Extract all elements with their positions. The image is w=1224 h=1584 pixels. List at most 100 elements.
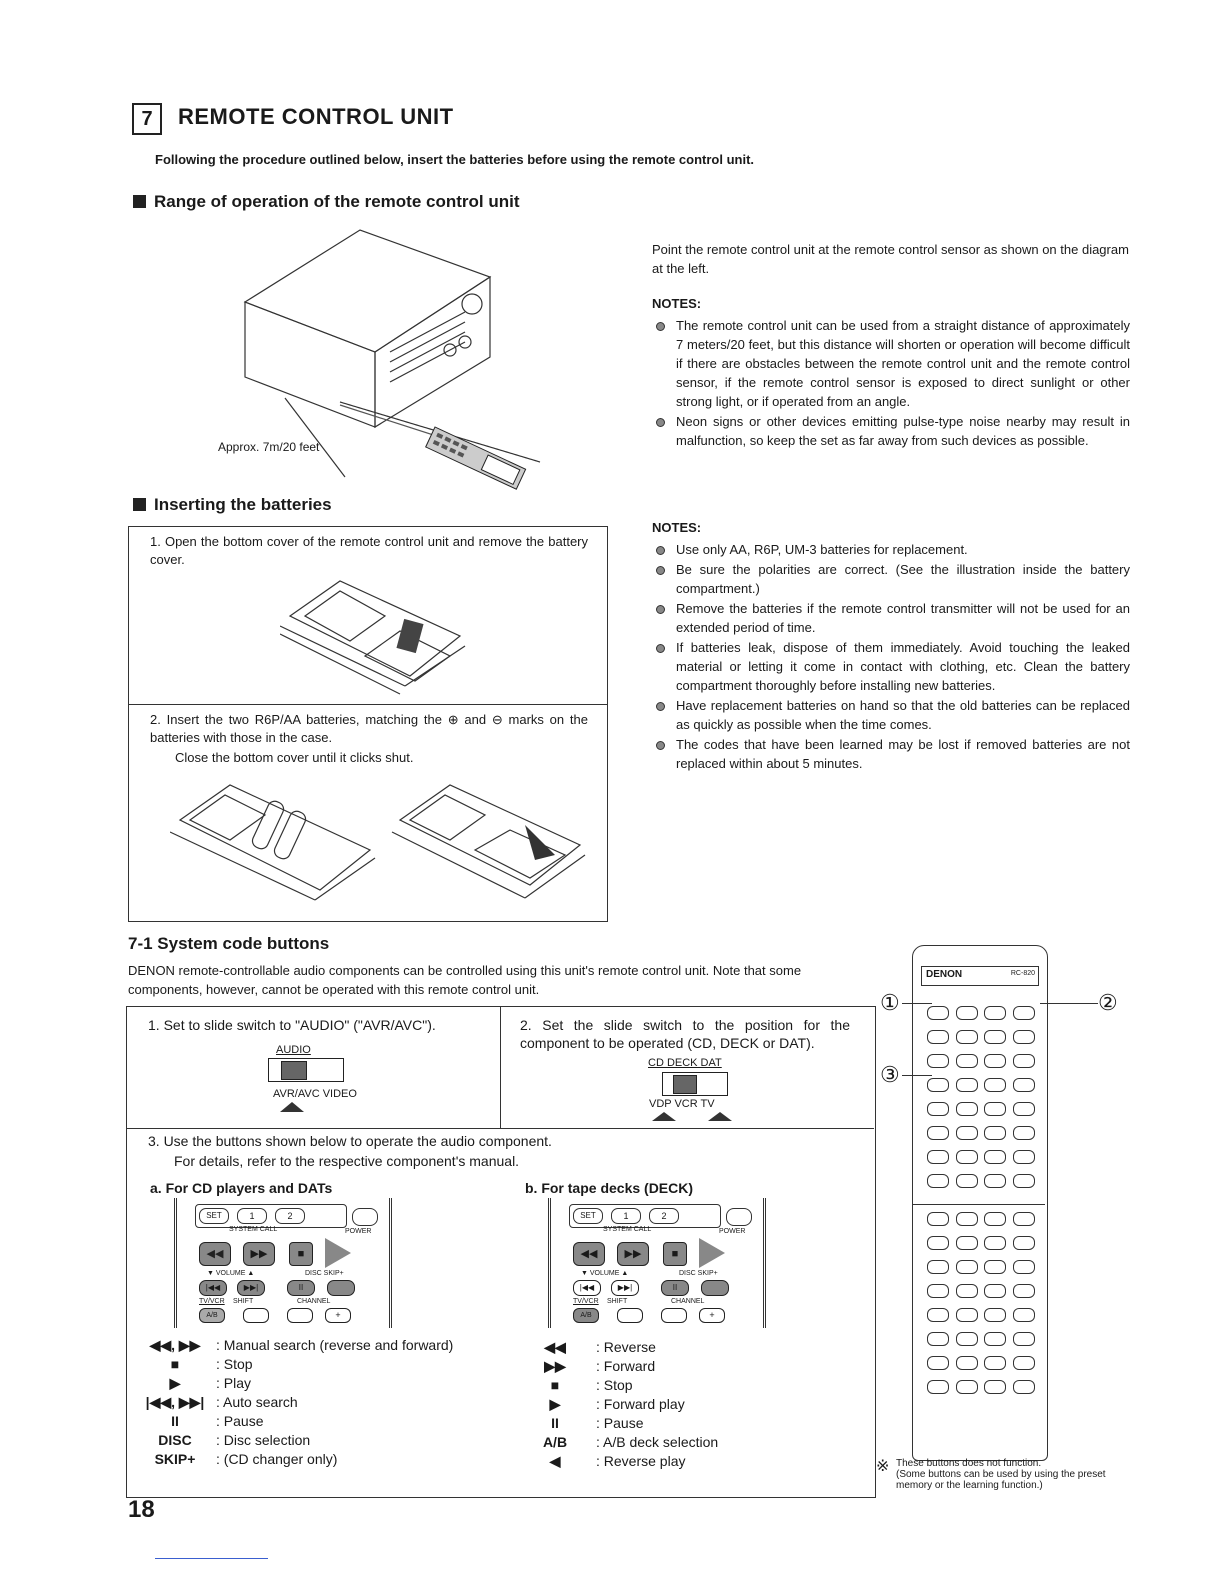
- remote-button[interactable]: [1012, 1308, 1035, 1322]
- remote-button[interactable]: [984, 1308, 1007, 1322]
- remote-button[interactable]: [1012, 1174, 1035, 1188]
- system-call-1-button[interactable]: 1: [611, 1208, 641, 1224]
- remote-button[interactable]: [955, 1212, 978, 1226]
- play-button[interactable]: [699, 1238, 725, 1268]
- remote-button[interactable]: [955, 1006, 978, 1020]
- note-item: Neon signs or other devices emitting pul…: [652, 412, 1130, 450]
- remote-button[interactable]: [984, 1380, 1007, 1394]
- channel-up-button[interactable]: +: [699, 1308, 725, 1323]
- power-button[interactable]: [352, 1208, 378, 1226]
- remote-button[interactable]: [984, 1030, 1007, 1044]
- set-button[interactable]: SET: [573, 1208, 603, 1224]
- disc-skip-button[interactable]: [701, 1280, 729, 1296]
- remote-button[interactable]: [955, 1284, 978, 1298]
- play-button[interactable]: [325, 1238, 351, 1268]
- remote-button[interactable]: [984, 1356, 1007, 1370]
- shift-button[interactable]: [617, 1308, 643, 1323]
- remote-button[interactable]: [955, 1308, 978, 1322]
- remote-button[interactable]: [984, 1260, 1007, 1274]
- remote-button[interactable]: [955, 1078, 978, 1092]
- remote-button[interactable]: [1012, 1054, 1035, 1068]
- remote-button[interactable]: [927, 1102, 949, 1116]
- remote-button[interactable]: [955, 1380, 978, 1394]
- remote-button[interactable]: [955, 1126, 978, 1140]
- remote-button[interactable]: [984, 1150, 1007, 1164]
- system-step-3b: For details, refer to the respective com…: [174, 1153, 520, 1169]
- remote-button[interactable]: [984, 1054, 1007, 1068]
- remote-button[interactable]: [1012, 1236, 1035, 1250]
- remote-button[interactable]: [1012, 1284, 1035, 1298]
- ab-button[interactable]: A/B: [573, 1308, 599, 1323]
- power-button[interactable]: [726, 1208, 752, 1226]
- remote-button[interactable]: [1012, 1212, 1035, 1226]
- remote-button[interactable]: [927, 1308, 949, 1322]
- remote-button[interactable]: [1012, 1102, 1035, 1116]
- remote-button[interactable]: [1012, 1380, 1035, 1394]
- slide-switch-component[interactable]: [662, 1072, 728, 1096]
- channel-down-button[interactable]: [287, 1308, 313, 1323]
- remote-button[interactable]: [984, 1078, 1007, 1092]
- disc-skip-button[interactable]: [327, 1280, 355, 1296]
- skip-back-button[interactable]: |◀◀: [199, 1280, 227, 1296]
- remote-button[interactable]: [955, 1332, 978, 1346]
- remote-button[interactable]: [927, 1260, 949, 1274]
- fast-forward-button[interactable]: ▶▶: [243, 1242, 275, 1266]
- rewind-button[interactable]: ◀◀: [573, 1242, 605, 1266]
- remote-button[interactable]: [1012, 1260, 1035, 1274]
- remote-button[interactable]: [955, 1150, 978, 1164]
- stop-button[interactable]: ■: [289, 1242, 313, 1266]
- rewind-button[interactable]: ◀◀: [199, 1242, 231, 1266]
- remote-button[interactable]: [927, 1212, 949, 1226]
- stop-button[interactable]: ■: [663, 1242, 687, 1266]
- remote-button[interactable]: [1012, 1332, 1035, 1346]
- remote-button[interactable]: [955, 1054, 978, 1068]
- skip-forward-button[interactable]: ▶▶|: [611, 1280, 639, 1296]
- remote-button[interactable]: [1012, 1356, 1035, 1370]
- remote-button[interactable]: [1012, 1126, 1035, 1140]
- channel-down-button[interactable]: [661, 1308, 687, 1323]
- remote-button[interactable]: [984, 1332, 1007, 1346]
- remote-button[interactable]: [955, 1260, 978, 1274]
- fast-forward-button[interactable]: ▶▶: [617, 1242, 649, 1266]
- skip-back-button[interactable]: |◀◀: [573, 1280, 601, 1296]
- system-call-1-button[interactable]: 1: [237, 1208, 267, 1224]
- remote-button[interactable]: [927, 1054, 949, 1068]
- remote-button[interactable]: [955, 1030, 978, 1044]
- remote-button[interactable]: [927, 1380, 949, 1394]
- remote-button[interactable]: [955, 1174, 978, 1188]
- remote-button[interactable]: [927, 1078, 949, 1092]
- remote-button[interactable]: [1012, 1030, 1035, 1044]
- pause-button[interactable]: II: [287, 1280, 315, 1296]
- remote-button[interactable]: [984, 1236, 1007, 1250]
- remote-button[interactable]: [927, 1006, 949, 1020]
- skip-forward-button[interactable]: ▶▶|: [237, 1280, 265, 1296]
- remote-button[interactable]: [955, 1236, 978, 1250]
- remote-button[interactable]: [927, 1126, 949, 1140]
- remote-button[interactable]: [927, 1284, 949, 1298]
- ab-button[interactable]: A/B: [199, 1308, 225, 1323]
- remote-button[interactable]: [1012, 1006, 1035, 1020]
- remote-button[interactable]: [927, 1236, 949, 1250]
- system-call-2-button[interactable]: 2: [649, 1208, 679, 1224]
- remote-button[interactable]: [927, 1174, 949, 1188]
- remote-button[interactable]: [984, 1284, 1007, 1298]
- remote-button[interactable]: [927, 1030, 949, 1044]
- remote-button[interactable]: [984, 1102, 1007, 1116]
- remote-button[interactable]: [955, 1356, 978, 1370]
- remote-button[interactable]: [1012, 1078, 1035, 1092]
- remote-button[interactable]: [984, 1126, 1007, 1140]
- remote-button[interactable]: [984, 1006, 1007, 1020]
- remote-button[interactable]: [984, 1212, 1007, 1226]
- remote-button[interactable]: [927, 1332, 949, 1346]
- channel-up-button[interactable]: +: [325, 1308, 351, 1323]
- remote-button[interactable]: [984, 1174, 1007, 1188]
- set-button[interactable]: SET: [199, 1208, 229, 1224]
- remote-button[interactable]: [1012, 1150, 1035, 1164]
- shift-button[interactable]: [243, 1308, 269, 1323]
- pause-button[interactable]: II: [661, 1280, 689, 1296]
- remote-button[interactable]: [927, 1356, 949, 1370]
- slide-switch-audio[interactable]: [268, 1058, 344, 1082]
- remote-button[interactable]: [927, 1150, 949, 1164]
- system-call-2-button[interactable]: 2: [275, 1208, 305, 1224]
- remote-button[interactable]: [955, 1102, 978, 1116]
